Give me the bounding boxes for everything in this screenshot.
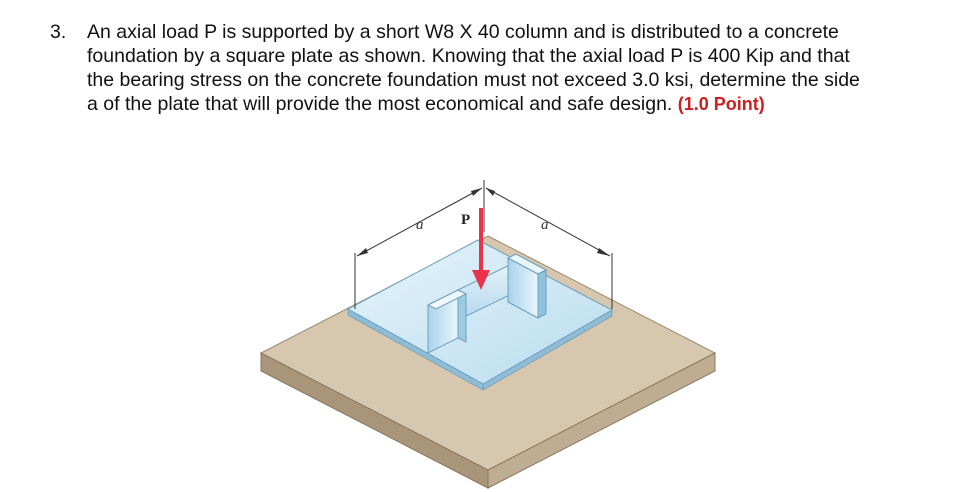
problem-text: An axial load P is supported by a short … (87, 20, 950, 116)
column-front-flange-top (426, 289, 468, 310)
w-shape-column (426, 253, 548, 354)
dim-right-label: a (541, 217, 549, 233)
load-arrow-head (472, 270, 490, 290)
concrete-right-side (487, 352, 716, 489)
dim-left-label: a (416, 217, 424, 233)
plate-left-edge (347, 308, 484, 391)
dimension-right (485, 187, 613, 309)
column-back-flange-top (506, 253, 548, 275)
dim-left-arrow-start (357, 248, 368, 256)
column-web (457, 259, 521, 321)
dim-right-arrow-start (486, 188, 495, 196)
problem-line-1: An axial load P is supported by a short … (87, 21, 839, 43)
dim-left-line (356, 187, 483, 257)
column-front-flange-face (427, 289, 459, 354)
plate-right-edge (482, 309, 613, 391)
concrete-top-face (259, 235, 717, 471)
problem-statement: 3. An axial load P is supported by a sho… (50, 20, 950, 116)
points-badge: (1.0 Point) (677, 94, 765, 114)
problem-line-4: a of the plate that will provide the mos… (87, 93, 673, 115)
problem-line-4-row: a of the plate that will provide the mos… (87, 92, 939, 116)
dim-right-arrow-end (597, 248, 610, 256)
concrete-foundation (259, 235, 717, 489)
column-front-flange-thickness (457, 289, 467, 343)
plate-top-face (346, 239, 614, 385)
concrete-left-side (260, 352, 489, 489)
load-arrow (472, 208, 490, 290)
column-back-flange-face (507, 257, 539, 319)
dim-right-line (485, 187, 611, 257)
problem-number: 3. (50, 21, 67, 43)
problem-line-3: the bearing stress on the concrete found… (87, 69, 860, 91)
problem-line-2: foundation by a square plate as shown. K… (87, 45, 850, 67)
base-plate (346, 239, 614, 391)
dimension-left (354, 180, 485, 309)
dim-left-arrow-end (471, 188, 482, 196)
column-back-flange-thickness (537, 269, 547, 319)
load-label: P (461, 212, 470, 228)
